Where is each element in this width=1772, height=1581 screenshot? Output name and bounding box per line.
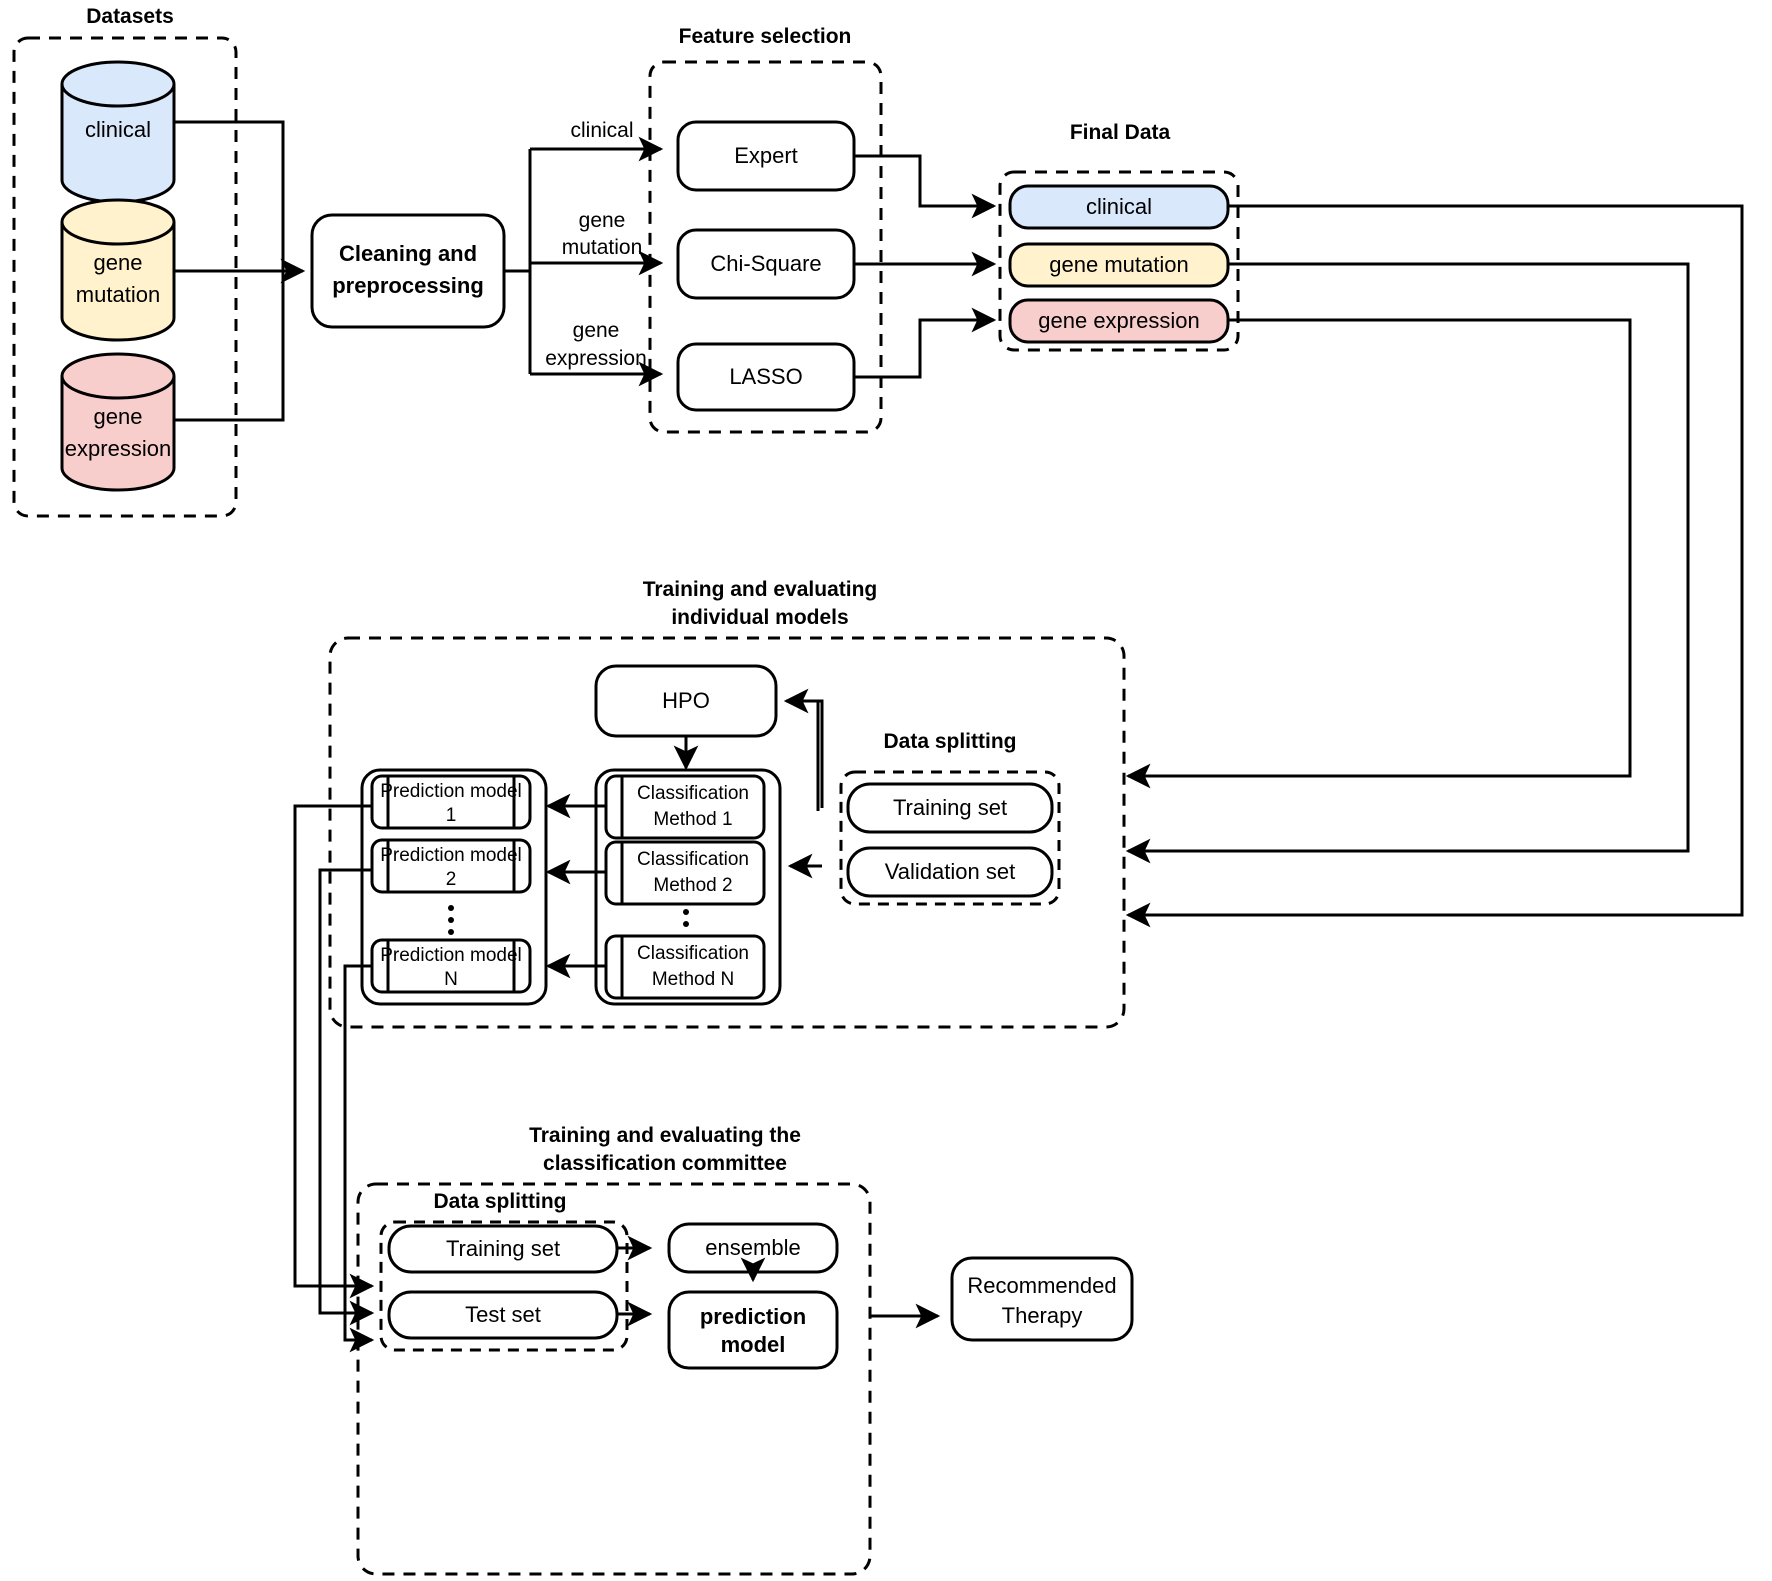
clinical-dataset-cylinder bbox=[60, 60, 176, 204]
edge-expert-to-clinical bbox=[854, 154, 997, 219]
edge-final-gene-expression-rail bbox=[1125, 318, 1632, 789]
gene-mutation-dataset-cylinder bbox=[60, 198, 176, 342]
ensemble-box bbox=[667, 1222, 839, 1274]
top-data-splitting-group-border bbox=[839, 770, 1061, 906]
edge-lasso-to-gene-expression bbox=[854, 307, 997, 379]
ellipsis-dots bbox=[448, 905, 689, 935]
lasso-box bbox=[676, 342, 856, 412]
individual-models-group-border bbox=[328, 636, 1126, 1029]
edge-clinical-to-preprocessing bbox=[174, 120, 285, 271]
top-training-set-box bbox=[846, 782, 1054, 834]
classification-method-2-box bbox=[604, 840, 766, 906]
classification-method-1-box bbox=[604, 774, 766, 840]
recommended-therapy-box bbox=[950, 1256, 1134, 1342]
expert-box bbox=[676, 120, 856, 192]
prediction-model-2-box bbox=[370, 838, 532, 894]
committee-group-border bbox=[356, 1182, 872, 1576]
committee-prediction-model-box bbox=[667, 1290, 839, 1370]
top-validation-set-box bbox=[846, 846, 1054, 898]
bottom-data-splitting-group-border bbox=[379, 1220, 629, 1352]
datasets-group-border bbox=[12, 36, 238, 518]
edge-classification-1-to-hpo bbox=[783, 688, 820, 811]
final-data-group-border bbox=[998, 170, 1240, 352]
edge-pm1-to-committee bbox=[293, 804, 375, 1299]
classification-method-n-box bbox=[604, 934, 766, 1000]
edge-splitting-to-hpo bbox=[786, 699, 824, 808]
final-gene-mutation-box bbox=[1008, 242, 1230, 288]
bottom-test-set-box bbox=[387, 1290, 619, 1340]
gene-expression-dataset-cylinder bbox=[60, 352, 176, 492]
hpo-box bbox=[594, 664, 778, 738]
final-gene-expression-box bbox=[1008, 298, 1230, 344]
edge-final-gene-mutation-rail bbox=[1125, 262, 1690, 864]
edge-final-clinical-rail bbox=[1125, 204, 1744, 928]
prediction-model-1-box bbox=[370, 774, 532, 830]
final-clinical-box bbox=[1008, 184, 1230, 230]
preprocessing-box bbox=[310, 213, 506, 329]
edge-gene-expression-to-preprocessing bbox=[174, 271, 285, 422]
bottom-training-set-box bbox=[387, 1224, 619, 1274]
chi-square-box bbox=[676, 228, 856, 300]
prediction-model-n-box bbox=[370, 938, 532, 994]
